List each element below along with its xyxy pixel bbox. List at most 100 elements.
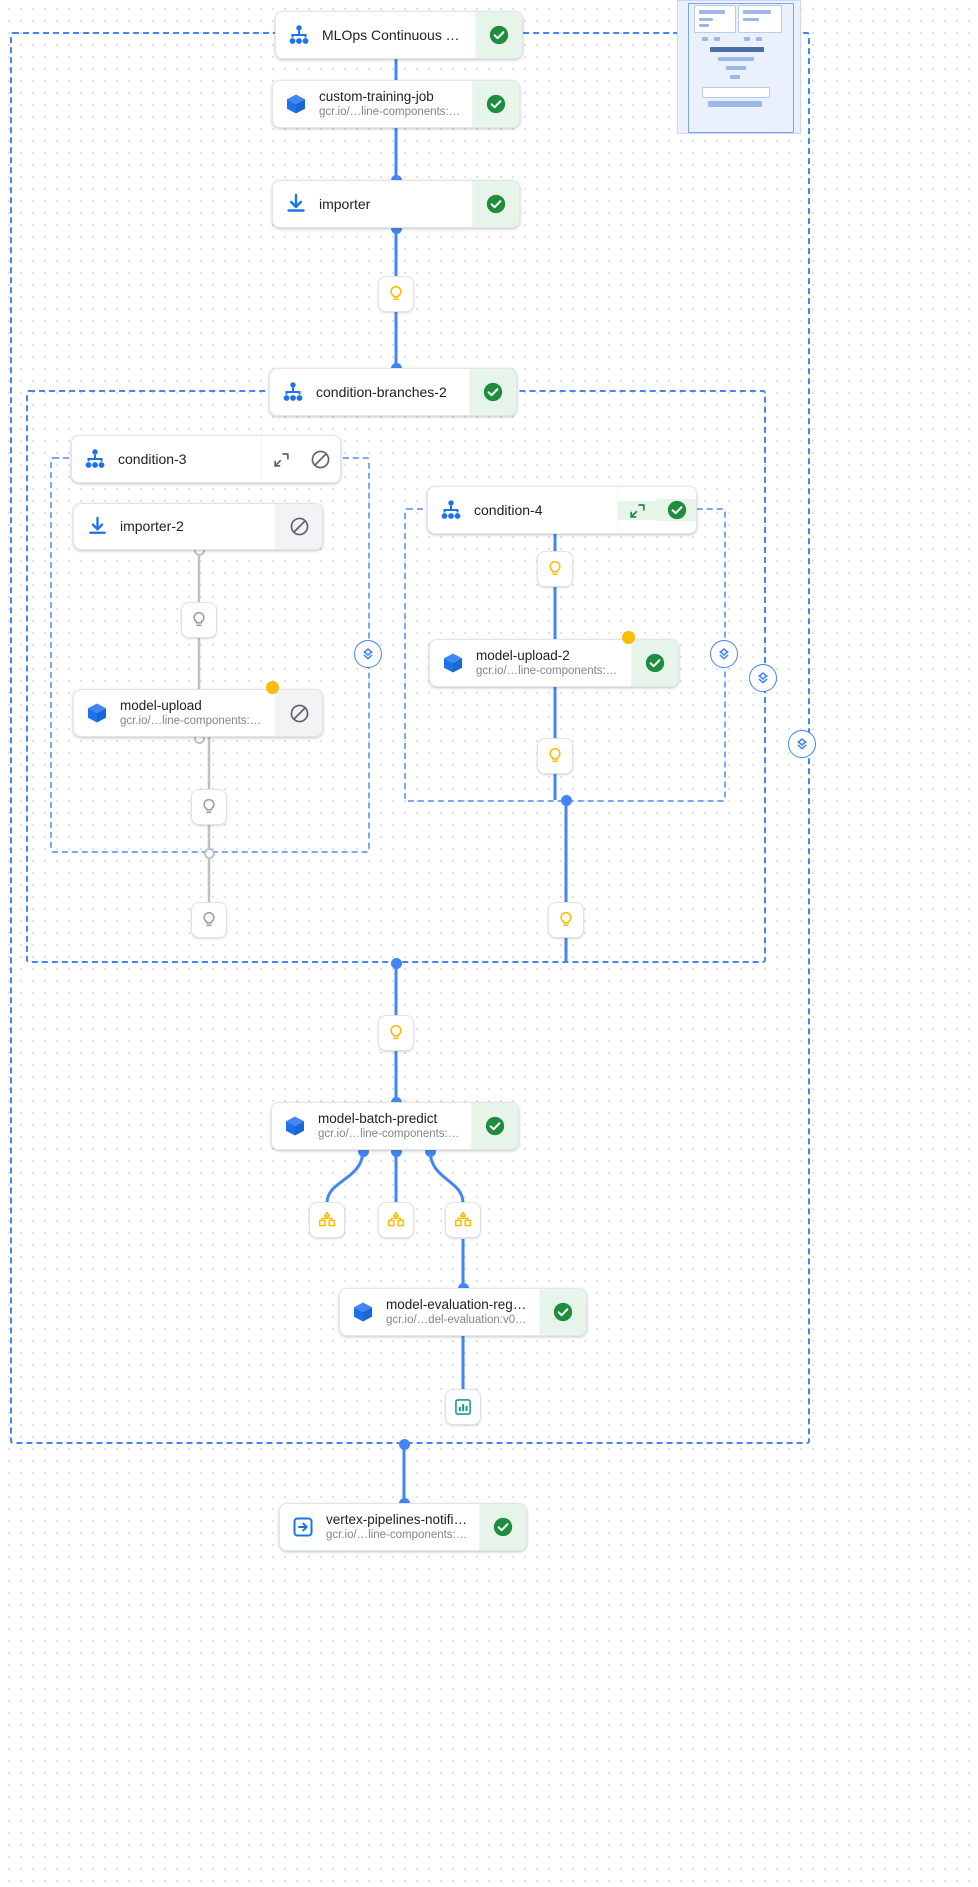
dataset-chip[interactable] bbox=[309, 1202, 345, 1238]
node-text: model-upload-2 gcr.io/…line-components:2… bbox=[476, 640, 631, 686]
status-badge bbox=[301, 448, 340, 470]
status-badge bbox=[657, 499, 696, 521]
artifact-icon bbox=[390, 1024, 402, 1040]
node-condition-4[interactable]: condition-4 bbox=[427, 486, 697, 534]
metrics-icon bbox=[455, 1399, 471, 1415]
node-notification[interactable]: vertex-pipelines-notificat… gcr.io/…line… bbox=[279, 1503, 527, 1551]
toggle-condition-branches-2[interactable] bbox=[749, 664, 777, 692]
toggle-condition-4[interactable] bbox=[710, 640, 738, 668]
node-title: model-upload-2 bbox=[476, 648, 570, 663]
artifact-chip[interactable] bbox=[378, 1015, 414, 1051]
node-subtitle: gcr.io/…line-components:2.6.0 bbox=[120, 715, 265, 727]
metrics-chip[interactable] bbox=[445, 1389, 481, 1425]
output-port-dot bbox=[266, 681, 279, 694]
pipeline-icon bbox=[270, 369, 316, 415]
dataset-chip[interactable] bbox=[445, 1202, 481, 1238]
node-subtitle: gcr.io/…line-components:2.6.0 bbox=[326, 1529, 469, 1541]
artifact-icon bbox=[549, 560, 561, 576]
node-text: model-evaluation-regres… gcr.io/…del-eva… bbox=[386, 1289, 539, 1335]
minimap-node bbox=[744, 37, 750, 41]
node-model-batch-predict[interactable]: model-batch-predict gcr.io/…line-compone… bbox=[271, 1102, 519, 1150]
status-badge bbox=[472, 81, 519, 127]
status-badge bbox=[631, 640, 678, 686]
edge-dot bbox=[391, 958, 402, 969]
toggle-root-group[interactable] bbox=[788, 730, 816, 758]
node-subtitle: gcr.io/…line-components:2.6.0 bbox=[318, 1128, 461, 1140]
status-badge bbox=[469, 369, 516, 415]
artifact-chip[interactable] bbox=[181, 602, 217, 638]
minimap[interactable] bbox=[677, 0, 801, 134]
node-text: MLOps Continuous Traini… bbox=[322, 12, 475, 58]
node-importer[interactable]: importer bbox=[272, 180, 520, 228]
status-badge bbox=[539, 1289, 586, 1335]
edge-dot bbox=[391, 223, 402, 234]
node-subtitle: gcr.io/…line-components:2.6.0 bbox=[476, 665, 621, 677]
pipeline-icon bbox=[428, 487, 474, 533]
pipeline-icon bbox=[276, 12, 322, 58]
node-title: vertex-pipelines-notificat… bbox=[326, 1512, 469, 1527]
minimap-node bbox=[756, 37, 762, 41]
toggle-condition-3[interactable] bbox=[354, 640, 382, 668]
pipeline-icon bbox=[72, 436, 118, 482]
node-importer-2[interactable]: importer-2 bbox=[73, 503, 323, 550]
importer-icon bbox=[273, 181, 319, 227]
node-actions[interactable] bbox=[261, 436, 340, 482]
minimap-node bbox=[726, 66, 746, 70]
node-model-upload[interactable]: model-upload gcr.io/…line-components:2.6… bbox=[73, 689, 323, 737]
node-title: MLOps Continuous Traini… bbox=[322, 26, 465, 43]
collapse-icon bbox=[797, 738, 807, 750]
minimap-viewport[interactable] bbox=[688, 3, 794, 133]
node-title: condition-4 bbox=[474, 501, 543, 518]
collapse-icon bbox=[758, 672, 768, 684]
status-badge bbox=[479, 1504, 526, 1550]
artifact-chip[interactable] bbox=[191, 789, 227, 825]
component-icon bbox=[430, 640, 476, 686]
edge-dot bbox=[358, 1146, 369, 1157]
node-subtitle: gcr.io/…line-components:2.6.0 bbox=[319, 106, 462, 118]
node-text: condition-branches-2 bbox=[316, 369, 469, 415]
node-condition-3[interactable]: condition-3 bbox=[71, 435, 341, 483]
edge-dot bbox=[391, 1146, 402, 1157]
expand-subgraph-icon[interactable] bbox=[262, 449, 301, 469]
collapse-icon bbox=[719, 648, 729, 660]
node-title: model-evaluation-regres… bbox=[386, 1297, 529, 1312]
node-actions[interactable] bbox=[617, 487, 696, 533]
edge-dot bbox=[425, 1146, 436, 1157]
dataset-icon bbox=[387, 1211, 405, 1227]
artifact-icon bbox=[560, 911, 572, 927]
status-badge bbox=[275, 690, 322, 736]
artifact-chip[interactable] bbox=[537, 738, 573, 774]
minimap-node bbox=[743, 10, 771, 14]
edge-dot bbox=[204, 848, 215, 859]
artifact-chip[interactable] bbox=[378, 276, 414, 312]
expand-subgraph-icon[interactable] bbox=[618, 500, 657, 520]
node-title: importer-2 bbox=[120, 518, 184, 534]
node-title: importer bbox=[319, 195, 371, 212]
status-badge bbox=[275, 504, 322, 549]
minimap-node bbox=[702, 37, 708, 41]
dataset-chip[interactable] bbox=[378, 1202, 414, 1238]
node-custom-training-job[interactable]: custom-training-job gcr.io/…line-compone… bbox=[272, 80, 520, 128]
collapse-icon bbox=[363, 648, 373, 660]
minimap-node bbox=[730, 75, 740, 79]
node-title: custom-training-job bbox=[319, 89, 434, 104]
node-text: condition-3 bbox=[118, 436, 261, 482]
node-text: vertex-pipelines-notificat… gcr.io/…line… bbox=[326, 1504, 479, 1550]
minimap-node bbox=[708, 101, 762, 107]
node-root[interactable]: MLOps Continuous Traini… bbox=[275, 11, 523, 59]
node-model-upload-2[interactable]: model-upload-2 gcr.io/…line-components:2… bbox=[429, 639, 679, 687]
minimap-node bbox=[699, 10, 725, 14]
artifact-chip[interactable] bbox=[548, 902, 584, 938]
artifact-icon bbox=[193, 611, 205, 627]
node-model-evaluation[interactable]: model-evaluation-regres… gcr.io/…del-eva… bbox=[339, 1288, 587, 1336]
artifact-chip[interactable] bbox=[191, 902, 227, 938]
minimap-node bbox=[714, 37, 720, 41]
node-text: custom-training-job gcr.io/…line-compone… bbox=[319, 81, 472, 127]
artifact-chip[interactable] bbox=[537, 551, 573, 587]
minimap-node bbox=[702, 87, 770, 98]
node-condition-branches-2[interactable]: condition-branches-2 bbox=[269, 368, 517, 416]
component-icon bbox=[273, 81, 319, 127]
minimap-node bbox=[710, 47, 764, 52]
importer-icon bbox=[74, 504, 120, 549]
